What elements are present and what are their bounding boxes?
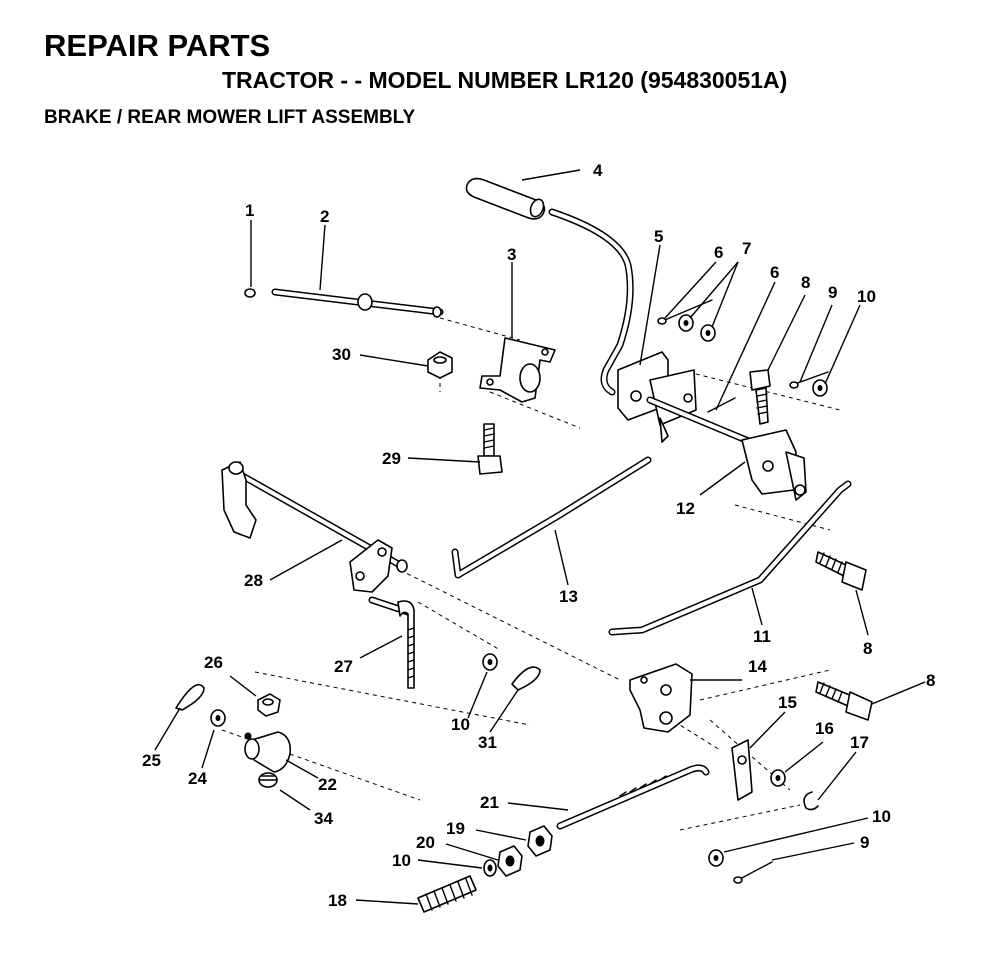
part-21-brake-rod — [556, 764, 710, 830]
callout-4: 4 — [593, 161, 603, 180]
part-11-link-rod — [608, 480, 852, 636]
part-9-clip-upper — [789, 371, 829, 389]
callout-14: 14 — [748, 657, 767, 676]
part-12-brake-shaft — [646, 396, 807, 501]
part-22-bushing — [244, 731, 292, 773]
part-7-washer-a — [678, 314, 694, 332]
callout-9a: 9 — [828, 283, 837, 302]
callout-13: 13 — [559, 587, 578, 606]
part-9-clip-bottom-right — [733, 861, 773, 884]
part-8-bolt-right-b — [815, 681, 873, 721]
callout-8a: 8 — [801, 273, 810, 292]
callout-10c: 10 — [872, 807, 891, 826]
part-15-plate — [731, 739, 753, 801]
part-6-cotter-pin-upper — [657, 299, 713, 325]
part-18-spring — [417, 875, 477, 913]
part-3-bracket — [479, 337, 556, 403]
part-14-pivot-bracket — [629, 663, 693, 733]
part-2-brake-rod — [271, 288, 444, 318]
part-8-bolt-upper — [749, 369, 771, 425]
part-6-cotter-pin-lower — [707, 397, 736, 413]
part-7-washer-b — [700, 324, 716, 342]
callout-6a: 6 — [714, 243, 723, 262]
callout-16: 16 — [815, 719, 834, 738]
part-13-lift-link — [451, 456, 652, 579]
callout-26: 26 — [204, 653, 223, 672]
callout-1: 1 — [245, 201, 254, 220]
callout-25: 25 — [142, 751, 161, 770]
part-8-bolt-right-a — [815, 551, 867, 591]
callout-6b: 6 — [770, 263, 779, 282]
part-1-pin — [244, 288, 256, 298]
part-20-jam-nut — [497, 845, 523, 877]
part-16-washer — [770, 769, 786, 787]
callout-10d: 10 — [392, 851, 411, 870]
callout-9b: 9 — [860, 833, 869, 852]
callout-29: 29 — [382, 449, 401, 468]
callout-8b: 8 — [863, 639, 872, 658]
callout-18: 18 — [328, 891, 347, 910]
part-25-hairpin-clip — [175, 683, 205, 711]
callout-7: 7 — [742, 239, 751, 258]
callout-21: 21 — [480, 793, 499, 812]
callout-31: 31 — [478, 733, 497, 752]
part-29-bolt — [477, 423, 503, 475]
callout-10a: 10 — [857, 287, 876, 306]
part-30-hex-nut — [427, 351, 453, 379]
assembly-heading: BRAKE / REAR MOWER LIFT ASSEMBLY — [44, 107, 416, 128]
callout-17: 17 — [850, 733, 869, 752]
part-19-nut — [527, 825, 553, 857]
part-10-washer-middle — [482, 653, 498, 671]
part-26-nut — [257, 693, 281, 717]
callout-12: 12 — [676, 499, 695, 518]
callout-30: 30 — [332, 345, 351, 364]
callout-3: 3 — [507, 245, 516, 264]
callout-10b: 10 — [451, 715, 470, 734]
callout-20: 20 — [416, 833, 435, 852]
callout-27: 27 — [334, 657, 353, 676]
part-34-spacer — [258, 772, 278, 788]
part-10-washer-upper — [812, 379, 828, 397]
part-10-washer-bottom-right — [708, 849, 724, 867]
callout-5: 5 — [654, 227, 663, 246]
leader-lines — [154, 169, 926, 905]
callout-22: 22 — [318, 775, 337, 794]
callout-11: 11 — [753, 627, 771, 646]
callout-2: 2 — [320, 207, 329, 226]
part-28-lift-shaft — [221, 461, 408, 593]
part-4-handle-grip — [465, 177, 546, 220]
callout-19: 19 — [446, 819, 465, 838]
callout-28: 28 — [244, 571, 263, 590]
page-title: REPAIR PARTS — [44, 28, 271, 63]
model-subtitle: TRACTOR - - MODEL NUMBER LR120 (95483005… — [222, 67, 788, 93]
part-31-hairpin-clip — [511, 666, 541, 691]
part-27-eye-bolt — [368, 596, 415, 689]
callout-34: 34 — [314, 809, 333, 828]
callout-15: 15 — [778, 693, 797, 712]
part-17-e-clip — [803, 791, 819, 811]
callout-labels: 1 2 3 4 5 6 7 6 8 9 10 30 29 12 28 13 11… — [142, 161, 935, 910]
callout-24: 24 — [188, 769, 207, 788]
part-10-washer-lower — [483, 859, 497, 877]
part-24-washer — [210, 709, 226, 727]
callout-8c: 8 — [926, 671, 935, 690]
